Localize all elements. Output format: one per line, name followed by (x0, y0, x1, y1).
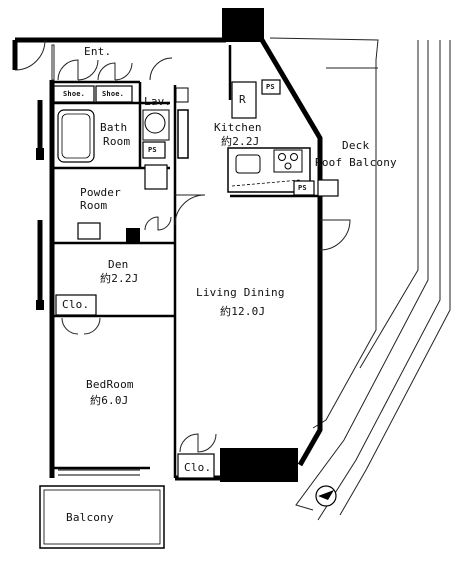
living-closet-door (179, 433, 217, 453)
living-dining-label: Living Dining (196, 286, 285, 299)
ps-bath-label: PS (148, 146, 157, 154)
lavatory-label: Lav. (144, 95, 172, 108)
wall-stub-left2 (36, 300, 44, 310)
wall-block-bottom (220, 448, 298, 482)
deck-label-line1: Deck (342, 139, 370, 152)
ps-fridge-box (261, 79, 281, 95)
balcony-inner (43, 489, 161, 545)
wall-stub-left (36, 148, 44, 160)
lav-cabinet (175, 87, 189, 103)
toilet-box (144, 164, 168, 190)
powder-door (174, 194, 206, 226)
bathtub-inner (61, 113, 91, 159)
entrance-label: Ent. (84, 45, 112, 58)
shoe-cabinet-2 (95, 85, 133, 103)
powder-sink (77, 222, 101, 240)
burner (284, 162, 292, 170)
deck-door (319, 219, 351, 251)
burner (290, 153, 298, 161)
deck-outline (269, 37, 451, 521)
powder-wall-stub (126, 228, 140, 242)
living-closet-box (177, 453, 215, 479)
powder-label-line2: Room (80, 199, 108, 212)
shoe-cabinet-1-label: Shoe. (63, 90, 86, 98)
ps-fridge-label: PS (266, 83, 275, 91)
wall-block-top (222, 8, 264, 42)
lavatory-counter (142, 109, 170, 141)
ps-kitchen-label: PS (298, 184, 307, 192)
den-closet-door (61, 317, 101, 335)
den-label: Den (108, 258, 129, 271)
ps-bath-box (142, 141, 166, 159)
powder-inner-door (144, 216, 172, 231)
living-closet-label: Clo. (184, 461, 212, 474)
bathtub (57, 109, 95, 163)
deck-label-line2: Roof Balcony (315, 156, 397, 169)
lavatory-basin (144, 112, 166, 134)
powder-label-line1: Powder (80, 186, 121, 199)
fridge-box (231, 81, 257, 119)
counter-dash (231, 179, 301, 187)
fridge-label: R (239, 93, 246, 106)
entrance-doors (14, 39, 173, 81)
bedroom-window (58, 469, 140, 476)
ps-kitchen-box (293, 180, 315, 196)
balcony-label: Balcony (66, 511, 114, 524)
kitchen-sink (235, 154, 261, 174)
den-closet-label: Clo. (62, 298, 90, 311)
balcony-slab (39, 485, 165, 549)
bath-label-line2: Room (103, 135, 131, 148)
kitchen-size-label: 約2.2J (221, 135, 260, 148)
kitchen-label: Kitchen (214, 121, 262, 134)
kitchen-stove (273, 149, 303, 173)
bath-label-line1: Bath (100, 121, 128, 134)
shoe-cabinet-2-label: Shoe. (102, 90, 125, 98)
den-size-label: 約2.2J (100, 272, 139, 285)
living-dining-size-label: 約12.0J (220, 305, 266, 318)
bedroom-label: BedRoom (86, 378, 134, 391)
deck-unit (317, 179, 339, 197)
lav-shaft (177, 109, 189, 159)
bedroom-size-label: 約6.0J (90, 394, 129, 407)
burner (278, 153, 286, 161)
shoe-cabinet-1 (53, 85, 95, 103)
north-arrow-icon (315, 485, 337, 507)
den-closet-box (55, 294, 97, 316)
